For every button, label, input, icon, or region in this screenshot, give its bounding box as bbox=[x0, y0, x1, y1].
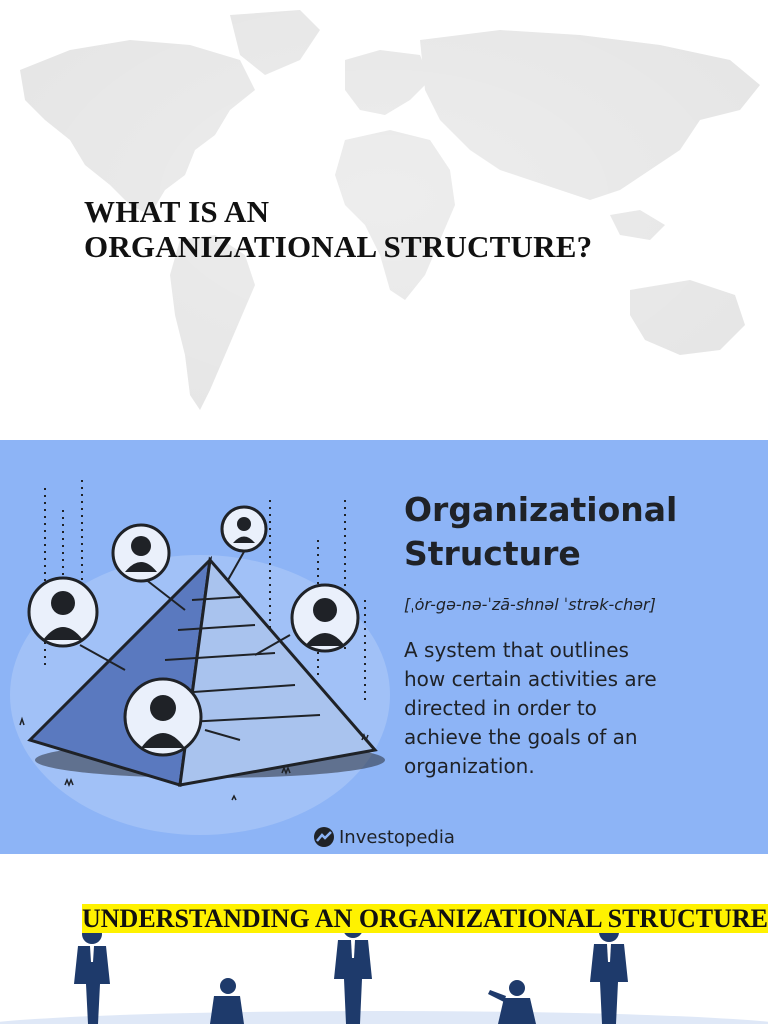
slide-definition: Organizational Structure [ˌȯr-gə-nə-ˈzā-… bbox=[0, 440, 768, 854]
term-line1: Organizational bbox=[404, 488, 677, 532]
pyramid-org-chart-icon bbox=[0, 440, 400, 854]
brand-name: Investopedia bbox=[339, 827, 455, 848]
definition-line: directed in order to bbox=[404, 694, 744, 723]
slide-title-line2: ORGANIZATIONAL STRUCTURE? bbox=[84, 229, 592, 264]
pronunciation: [ˌȯr-gə-nə-ˈzā-shnəl ˈstrək-chər] bbox=[404, 595, 656, 614]
definition-line: how certain activities are bbox=[404, 665, 744, 694]
slide-understanding: UNDERSTANDING AN ORGANIZATIONAL STRUCTUR… bbox=[0, 854, 768, 1024]
definition: A system that outlines how certain activ… bbox=[404, 636, 744, 781]
investopedia-logo-icon bbox=[313, 826, 335, 848]
section-heading: UNDERSTANDING AN ORGANIZATIONAL STRUCTUR… bbox=[82, 904, 768, 934]
definition-line: achieve the goals of an bbox=[404, 723, 744, 752]
term-line2: Structure bbox=[404, 532, 677, 576]
brand-credit: Investopedia bbox=[313, 826, 455, 848]
slide-title-line1: WHAT IS AN bbox=[84, 194, 592, 229]
definition-line: A system that outlines bbox=[404, 636, 744, 665]
business-people-silhouettes-icon bbox=[0, 854, 768, 1024]
section-heading-text: UNDERSTANDING AN ORGANIZATIONAL STRUCTUR… bbox=[82, 904, 768, 933]
term-heading: Organizational Structure bbox=[404, 488, 677, 576]
slide-what-is: WHAT IS AN ORGANIZATIONAL STRUCTURE? bbox=[0, 0, 768, 440]
slide-title: WHAT IS AN ORGANIZATIONAL STRUCTURE? bbox=[84, 194, 592, 264]
definition-line: organization. bbox=[404, 752, 744, 781]
